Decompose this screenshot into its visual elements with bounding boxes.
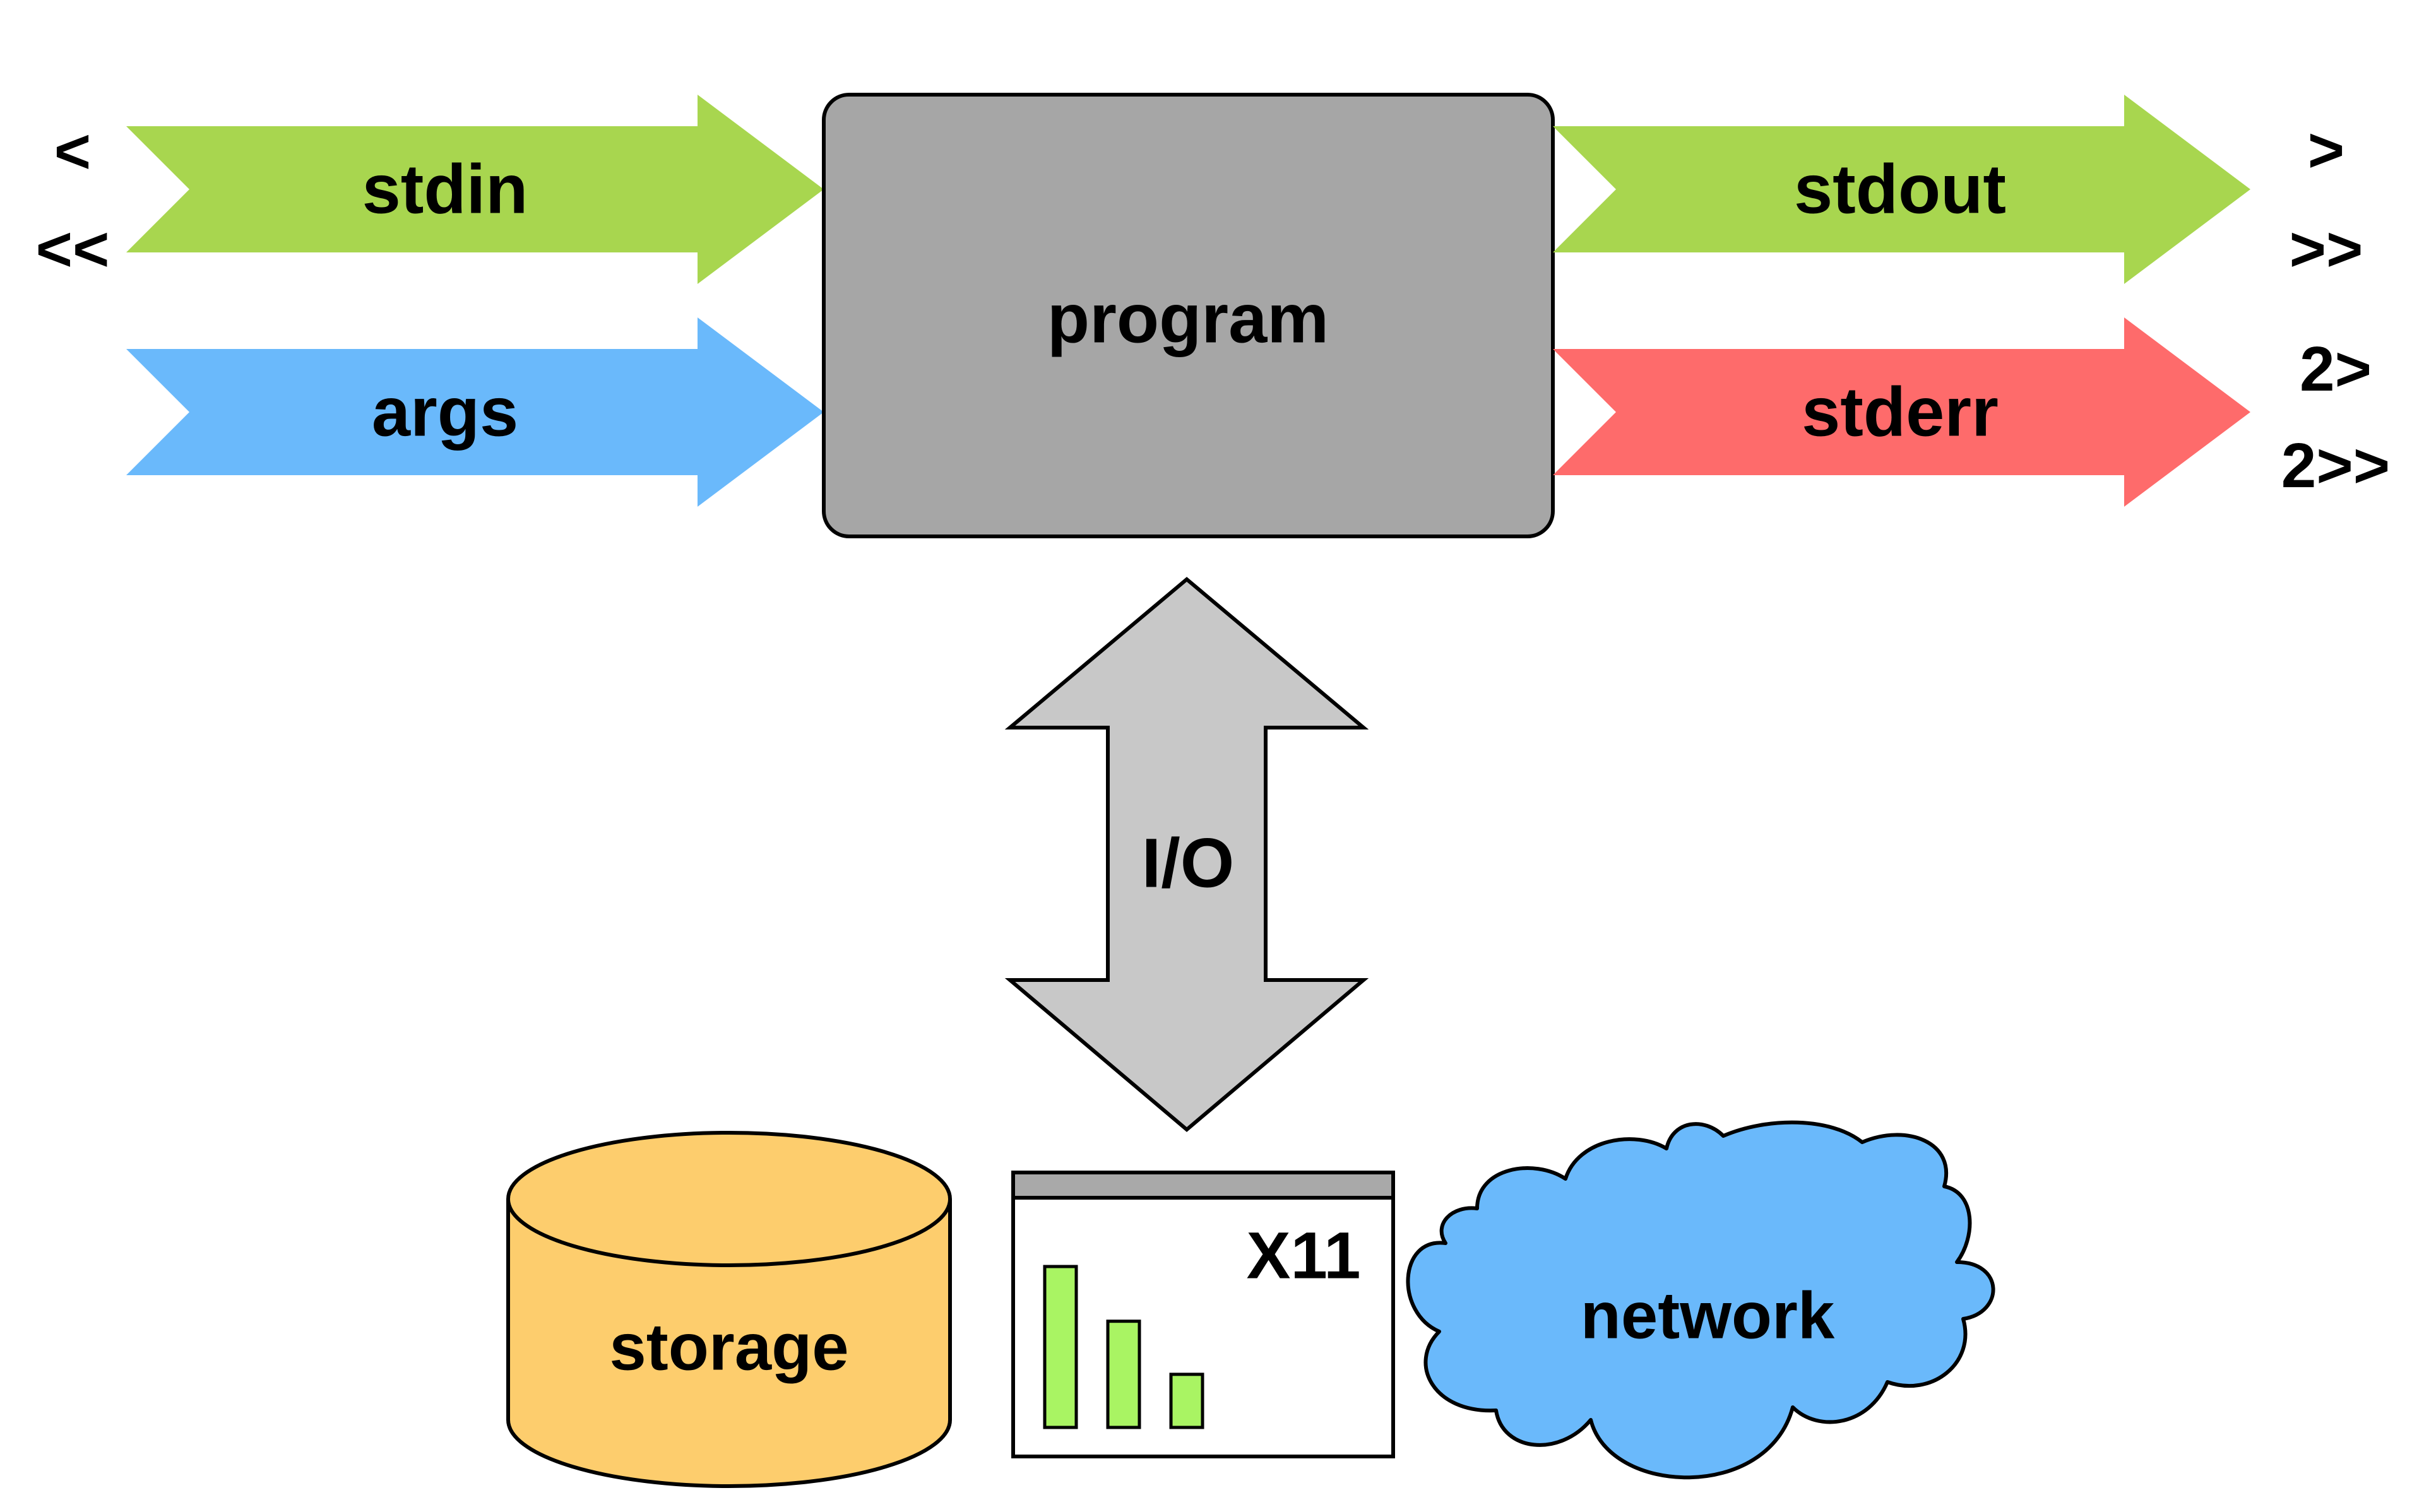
x11-bar-3 xyxy=(1169,1373,1204,1429)
storage-label: storage xyxy=(609,1311,848,1385)
stdin-operator-double: << xyxy=(36,214,110,285)
x11-node: X11 xyxy=(1011,1171,1395,1458)
stderr-arrow-shape xyxy=(1553,317,2250,507)
x11-bar-1 xyxy=(1043,1265,1078,1429)
io-double-arrow: I/O xyxy=(1004,577,1369,1132)
program-box: program xyxy=(822,93,1555,538)
x11-bar-2 xyxy=(1106,1320,1141,1429)
stdin-arrow: stdin xyxy=(126,95,824,284)
program-label: program xyxy=(1047,280,1329,358)
stdout-operator-double: >> xyxy=(2290,214,2363,285)
window-bar-chart-icon xyxy=(1011,1171,1395,1458)
network-cloud-shape xyxy=(1406,1120,1995,1480)
stdout-arrow: stdout xyxy=(1553,95,2250,284)
network-node: network xyxy=(1406,1120,1995,1480)
database-cylinder-icon xyxy=(506,1131,952,1488)
stderr-operator-single: 2> xyxy=(2300,334,2372,405)
stdin-label: stdin xyxy=(362,151,528,228)
storage-node: storage xyxy=(506,1131,952,1488)
args-arrow-shape xyxy=(126,317,824,507)
stdin-arrow-shape xyxy=(126,95,824,284)
stdout-label: stdout xyxy=(1794,151,2006,228)
x11-bar-group xyxy=(1043,1265,1204,1429)
stderr-label: stderr xyxy=(1802,374,1999,451)
stderr-operator-double: 2>> xyxy=(2281,430,2390,501)
stdin-operator-single: < xyxy=(54,116,91,187)
args-label: args xyxy=(372,374,518,451)
io-double-arrow-shape xyxy=(1004,577,1369,1132)
stdout-operator-single: > xyxy=(2308,115,2344,186)
program-box-shape xyxy=(822,93,1555,538)
cloud-icon xyxy=(1406,1120,1995,1480)
storage-cylinder-body xyxy=(506,1199,952,1488)
x11-label: X11 xyxy=(1246,1219,1360,1293)
io-label: I/O xyxy=(1142,825,1235,902)
args-arrow: args xyxy=(126,317,824,507)
stdout-arrow-shape xyxy=(1553,95,2250,284)
network-label: network xyxy=(1581,1279,1835,1353)
stderr-arrow: stderr xyxy=(1553,317,2250,507)
x11-window-titlebar xyxy=(1011,1171,1395,1200)
storage-cylinder-top xyxy=(506,1131,952,1267)
